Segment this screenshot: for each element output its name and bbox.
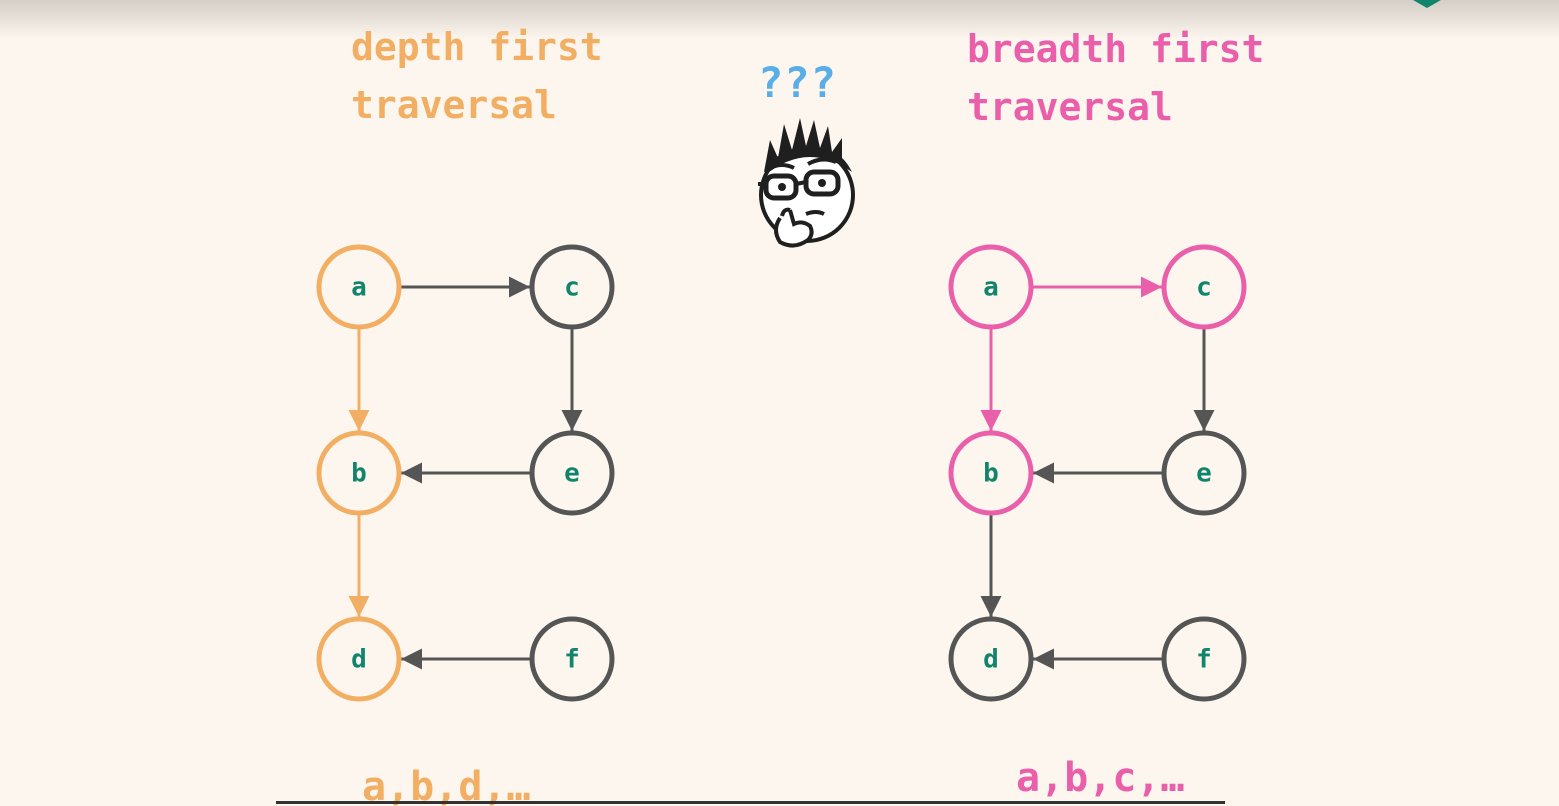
bfs-node-e <box>1161 430 1247 516</box>
dfs-graph: a b c d e f <box>316 244 615 702</box>
dfs-title: depth first traversal <box>351 18 603 134</box>
dfs-node-label-e: e <box>564 459 580 489</box>
dfs-node-e <box>529 430 615 516</box>
dfs-title-line1: depth first <box>351 25 603 69</box>
dfs-result: a,b,d,… <box>362 764 531 806</box>
bfs-node-label-a: a <box>983 273 999 303</box>
bfs-node-label-e: e <box>1196 459 1212 489</box>
dfs-node-d <box>316 616 402 702</box>
dfs-node-a <box>316 244 402 330</box>
bfs-node-label-c: c <box>1196 273 1212 303</box>
dfs-node-label-c: c <box>564 273 580 303</box>
bfs-node-c <box>1161 244 1247 330</box>
bfs-node-d <box>948 616 1034 702</box>
dfs-node-label-a: a <box>351 273 367 303</box>
dfs-node-label-b: b <box>351 459 367 489</box>
dfs-node-f <box>529 616 615 702</box>
bfs-node-b <box>948 430 1034 516</box>
bfs-graph: a b c d e f <box>948 244 1247 702</box>
dfs-title-line2: traversal <box>351 83 557 127</box>
bfs-node-label-b: b <box>983 459 999 489</box>
question-marks: ??? <box>758 58 837 107</box>
bfs-node-f <box>1161 616 1247 702</box>
divider-line <box>276 801 1225 804</box>
bfs-title-line2: traversal <box>967 85 1173 129</box>
bfs-title-line1: breadth first <box>967 27 1265 71</box>
dfs-node-b <box>316 430 402 516</box>
bfs-node-a <box>948 244 1034 330</box>
bfs-node-label-f: f <box>1196 645 1212 675</box>
corner-logo-icon <box>1413 0 1441 8</box>
dfs-node-label-d: d <box>351 645 367 675</box>
thinking-face-icon <box>758 118 855 248</box>
bfs-node-label-d: d <box>983 645 999 675</box>
bfs-title: breadth first traversal <box>967 20 1264 136</box>
dfs-node-c <box>529 244 615 330</box>
dfs-node-label-f: f <box>564 645 580 675</box>
bfs-result: a,b,c,… <box>1016 755 1185 801</box>
top-shadow <box>0 0 1559 40</box>
